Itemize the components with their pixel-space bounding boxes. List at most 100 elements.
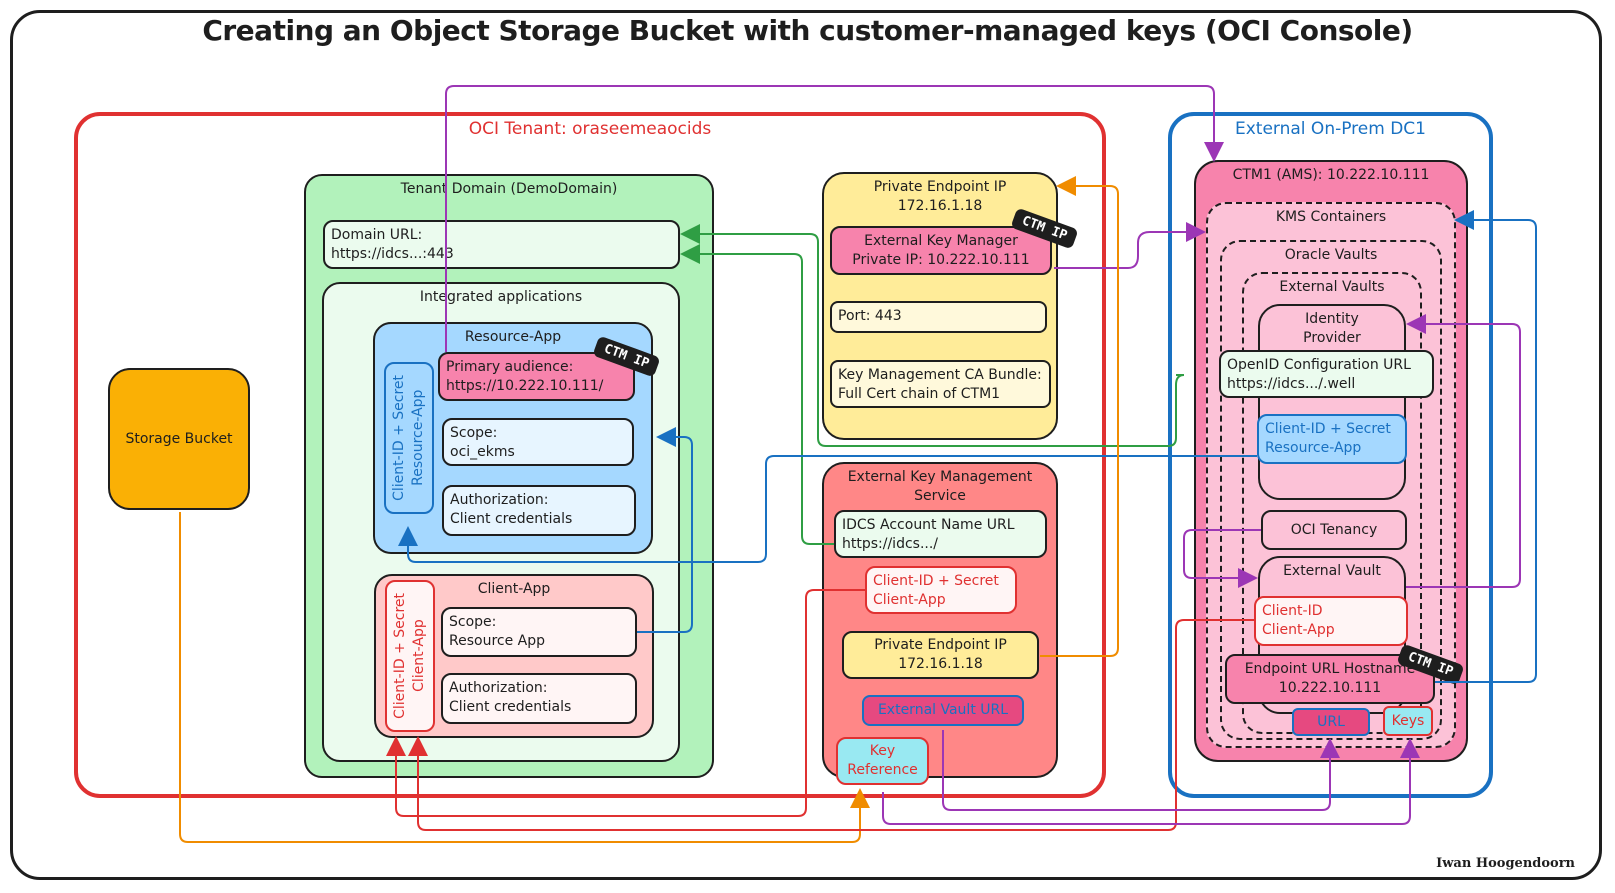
arrow-blue-idp-to-resource [398, 455, 1257, 563]
ekms-private-endpoint-box: Private Endpoint IP 172.16.1.18 [842, 631, 1039, 679]
domain-url-box: Domain URL: https://idcs...:443 [323, 220, 680, 269]
resource-scope-title: Scope: [450, 425, 498, 441]
openid-config-url-box: OpenID Configuration URL https://idcs...… [1219, 350, 1434, 398]
idp-client-id-line1: Client-ID + Secret [1265, 421, 1391, 437]
ekm-private-ip: Private IP: 10.222.10.111 [852, 251, 1030, 268]
client-app-client-id-secret: Client-ID + Secret Client-App [385, 580, 435, 732]
resource-app-label: Resource-App [464, 329, 562, 345]
client-scope-title: Scope: [449, 614, 497, 630]
ekms-pe-ip: 172.16.1.18 [898, 656, 983, 672]
author-credit: Iwan Hoogendoorn [1436, 856, 1575, 871]
client-app-scope-box: Scope: Resource App [441, 607, 637, 657]
url-tag: URL [1292, 708, 1370, 736]
arrow-blue-scope [637, 427, 693, 633]
client-auth-value: Client credentials [449, 699, 572, 715]
idcs-url-value: https://idcs.../ [842, 536, 939, 552]
ekms-client-id-line1: Client-ID + Secret [873, 573, 999, 589]
client-auth-title: Authorization: [449, 680, 548, 696]
port-box: Port: 443 [830, 301, 1047, 333]
identity-provider-line2: Provider [1303, 330, 1361, 346]
external-vault-url-box[interactable]: External Vault URL [862, 695, 1024, 726]
ekms-title-line1: External Key Management [847, 469, 1033, 485]
external-vault-label: External Vault [1283, 563, 1381, 579]
ca-bundle-value: Full Cert chain of CTM1 [838, 386, 1001, 402]
ca-bundle-title: Key Management CA Bundle: [838, 367, 1042, 383]
openid-url-value: https://idcs.../.well [1227, 376, 1356, 392]
primary-audience-title: Primary audience: [446, 359, 574, 375]
private-endpoint-label-ip: Private Endpoint IP 172.16.1.18 [824, 178, 1056, 216]
oci-tenancy-box: OCI Tenancy [1261, 510, 1407, 550]
resource-scope-value: oci_ekms [450, 444, 515, 460]
domain-url-value: https://idcs...:443 [331, 246, 454, 262]
client-app-label: Client-App [477, 581, 551, 597]
idp-client-id-secret-box: Client-ID + Secret Resource-App [1257, 414, 1407, 464]
identity-provider-label: Identity Provider [1260, 310, 1404, 348]
port-value: Port: 443 [838, 308, 902, 324]
onprem-dc-label: External On-Prem DC1 [1235, 119, 1426, 139]
idp-client-id-line2: Resource-App [1265, 440, 1362, 456]
idcs-account-url-box: IDCS Account Name URL https://idcs.../ [834, 510, 1047, 558]
resource-app-authorization-box: Authorization: Client credentials [442, 485, 636, 536]
key-reference-box[interactable]: Key Reference [836, 737, 929, 785]
kms-containers-label: KMS Containers [1275, 209, 1387, 225]
ekms-client-id-line2: Client-App [873, 592, 946, 608]
keys-tag: Keys [1383, 706, 1433, 736]
endpoint-hostname-title: Endpoint URL Hostname [1244, 661, 1416, 677]
oracle-vaults-label: Oracle Vaults [1284, 247, 1378, 263]
keys-tag-label: Keys [1391, 712, 1425, 729]
private-endpoint-ip: 172.16.1.18 [897, 198, 983, 214]
arrow-orange-pe [1040, 176, 1119, 657]
client-scope-value: Resource App [449, 633, 546, 649]
key-reference-line2: Reference [847, 762, 918, 778]
domain-url-title: Domain URL: [331, 227, 423, 243]
external-vaults-label: External Vaults [1279, 279, 1385, 295]
ekms-pe-title: Private Endpoint IP [874, 637, 1007, 653]
resource-auth-value: Client credentials [450, 511, 573, 527]
key-reference-line1: Key [869, 743, 896, 759]
resource-app-client-id-secret: Client-ID + Secret Resource-App [384, 362, 434, 514]
ekms-label: External Key Management Service [824, 468, 1056, 506]
ekms-client-id-secret-box: Client-ID + Secret Client-App [865, 566, 1017, 614]
diagram-title: Creating an Object Storage Bucket with c… [202, 14, 1413, 47]
external-key-manager-box: External Key Manager Private IP: 10.222.… [830, 226, 1052, 275]
primary-audience-value: https://10.222.10.111/ [446, 378, 604, 394]
integrated-apps-label: Integrated applications [419, 289, 583, 305]
tenant-domain-label: Tenant Domain (DemoDomain) [400, 181, 618, 197]
ca-bundle-box: Key Management CA Bundle: Full Cert chai… [830, 360, 1051, 408]
arrow-blue-endpoint-to-kms [1435, 210, 1537, 683]
arrow-purple-keyref [882, 738, 1420, 825]
resource-auth-title: Authorization: [450, 492, 549, 508]
arrow-orange-bucket [179, 512, 870, 843]
arrow-ekm-to-kms [1054, 222, 1206, 269]
url-tag-label: URL [1317, 713, 1345, 730]
arrow-purple-vault-url [942, 730, 1340, 811]
openid-url-title: OpenID Configuration URL [1227, 357, 1411, 373]
arrow-red-ekms [386, 589, 865, 817]
endpoint-hostname-value: 10.222.10.111 [1278, 680, 1382, 696]
oci-tenancy-label: OCI Tenancy [1290, 521, 1378, 538]
client-app-authorization-box: Authorization: Client credentials [441, 673, 637, 724]
idcs-url-title: IDCS Account Name URL [842, 517, 1015, 533]
external-vault-client-id-box: Client-ID Client-App [1254, 596, 1408, 646]
arrow-audience-to-ctm1 [445, 85, 1224, 352]
arrow-purple-tenancy [1183, 529, 1261, 588]
identity-provider: Identity Provider [1258, 304, 1406, 500]
external-vault-url-label: External Vault URL [877, 702, 1009, 718]
identity-provider-line1: Identity [1305, 311, 1359, 327]
diagram-frame [10, 10, 1602, 880]
primary-audience-box: Primary audience: https://10.222.10.111/ [438, 352, 635, 401]
vault-client-id-line2: Client-App [1262, 622, 1335, 638]
arrow-green-2 [680, 244, 834, 545]
resource-app-scope-box: Scope: oci_ekms [442, 418, 634, 466]
arrow-green-1 [680, 224, 1185, 447]
storage-bucket[interactable]: Storage Bucket [108, 368, 250, 510]
ctm1-label: CTM1 (AMS): 10.222.10.111 [1232, 167, 1430, 183]
storage-bucket-label: Storage Bucket [125, 430, 233, 447]
arrow-red-vault [408, 619, 1254, 831]
arrow-purple-vault-to-idp [1406, 314, 1521, 588]
ekm-title: External Key Manager [864, 232, 1018, 249]
ekms-title-line2: Service [914, 488, 966, 504]
oci-tenant-label: OCI Tenant: oraseemeaocids [468, 119, 712, 139]
vault-client-id-line1: Client-ID [1262, 603, 1323, 619]
